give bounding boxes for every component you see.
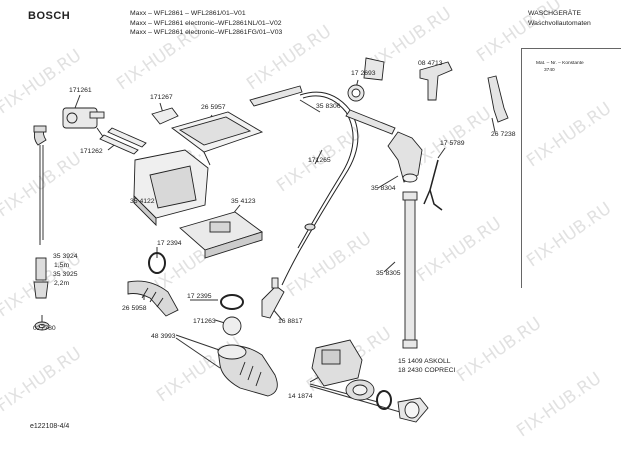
model-line: Maxx – WFL2861 electronic–WFL2861NL/01–V…: [130, 19, 282, 27]
clip-part: [151, 107, 179, 125]
part-label: 35 8306: [316, 103, 341, 110]
part-label: 08 4713: [418, 60, 443, 67]
part-label: 17 5789: [440, 140, 465, 147]
part-label: 35 8304: [371, 185, 396, 192]
drain-pump-part: [311, 339, 375, 401]
part-label: 171265: [308, 157, 331, 164]
part-label: 26 7238: [491, 131, 516, 138]
part-label: 027780: [33, 325, 56, 332]
bellows-hose-part: [127, 280, 179, 317]
category-header: WASCHGERÄTE Waschvollautomaten: [528, 9, 591, 28]
category-line: Waschvollautomaten: [528, 19, 591, 27]
material-info: Mat. – Nr. – Konstante 3740: [536, 60, 584, 74]
washer-ring-part: [34, 321, 50, 331]
material-line: Mat. – Nr. – Konstante: [536, 61, 584, 66]
part-label: 17 2394: [157, 240, 182, 247]
gasket-ring-part: [148, 252, 166, 274]
ball-valve-part: [222, 316, 242, 336]
pressure-tube-part: [281, 91, 359, 286]
part-label: 16 8817: [278, 318, 303, 325]
drawer-housing-part: [179, 211, 263, 259]
part-label: 35 3924: [53, 253, 78, 260]
drain-elbow-part: [387, 131, 423, 183]
part-label: 35 3925: [53, 271, 78, 278]
hose-end-part: [33, 257, 49, 299]
part-label: 48 3993: [151, 333, 176, 340]
o-ring-part: [220, 294, 244, 310]
bracket-part: [419, 61, 453, 101]
pump-filter-part: [397, 397, 429, 423]
part-label: 171261: [69, 87, 92, 94]
wire-hook-part: [423, 159, 443, 211]
part-label: 35 4123: [231, 198, 256, 205]
part-label: 35 4122: [130, 198, 155, 205]
hose-clamp-part: [487, 75, 509, 123]
pressure-chamber-part: [261, 277, 285, 319]
part-label: 14 1874: [288, 393, 313, 400]
divider-vertical: [521, 48, 522, 288]
part-label: 18 2430 COPRECI: [398, 367, 456, 374]
pump-seal-part: [376, 390, 392, 410]
part-label: 171267: [150, 94, 173, 101]
brand-logo: BOSCH: [28, 10, 71, 22]
elbow-part: [33, 125, 47, 240]
divider-horizontal: [521, 48, 621, 49]
part-label: 1,5m: [54, 262, 70, 269]
detergent-drawer-part: [133, 149, 209, 227]
sump-hose-part: [217, 344, 278, 397]
model-line: Maxx – WFL2861 electronic–WFL2861FG/01–V…: [130, 29, 283, 37]
vent-hose-part: [249, 85, 396, 135]
part-label: 17 2395: [187, 293, 212, 300]
dispenser-cover-part: [171, 111, 264, 166]
part-label: 15 1409 ASKOLL: [398, 358, 451, 365]
part-label: 35 8305: [376, 270, 401, 277]
category-line: WASCHGERÄTE: [528, 10, 581, 17]
part-label: 17 2693: [351, 70, 376, 77]
part-label: 171263: [193, 318, 216, 325]
inlet-valve-part: [62, 107, 105, 139]
model-line: Maxx – WFL2861 – WFL2861/01–V01: [130, 10, 246, 17]
drain-hose-part: [402, 191, 418, 349]
document-code: e122108-4/4: [30, 423, 70, 430]
part-label: 26 5957: [201, 104, 226, 111]
part-label: 2,2m: [54, 280, 70, 287]
pressure-switch-part: [347, 57, 385, 102]
hose-pipes-part: [99, 127, 147, 155]
part-label: 171262: [80, 148, 103, 155]
model-list: Maxx – WFL2861 – WFL2861/01–V01 Maxx – W…: [130, 9, 282, 38]
material-line: 3740: [544, 68, 555, 73]
part-label: 26 5958: [122, 305, 147, 312]
